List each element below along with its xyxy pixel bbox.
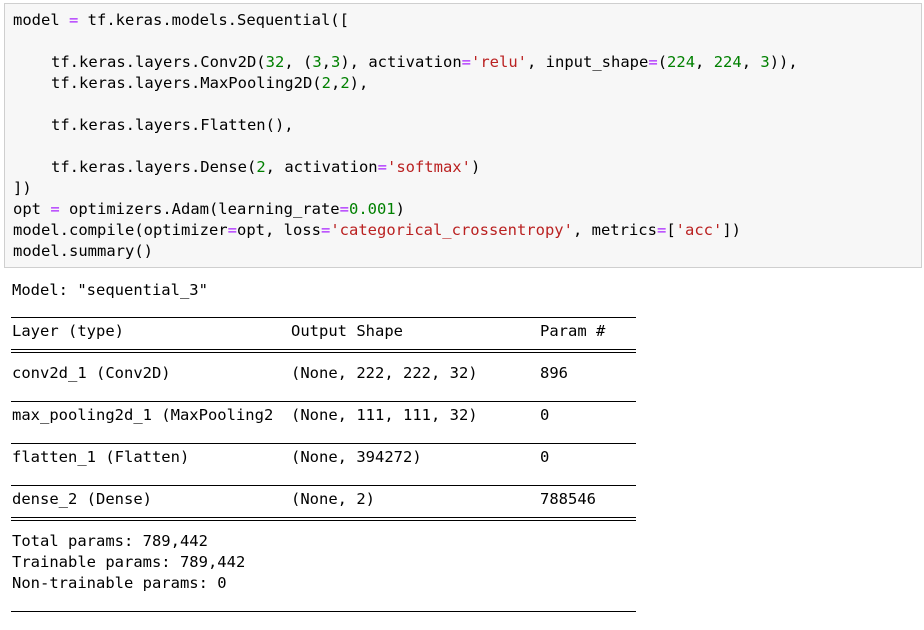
table-row-shape: (None, 2) — [291, 490, 375, 508]
code-line-compile: model.compile(optimizer=opt, loss='categ… — [13, 221, 741, 239]
table-row: max_pooling2d_1 (MaxPooling2 — [12, 406, 274, 424]
code-line-conv2d: tf.keras.layers.Conv2D(32, (3,3), activa… — [51, 53, 798, 71]
header-params: Param # — [540, 322, 606, 340]
code-line-summary: model.summary() — [13, 242, 153, 260]
total-params: Total params: 789,442 — [12, 532, 208, 550]
footer-double-rule — [11, 517, 636, 521]
non-trainable-params: Non-trainable params: 0 — [12, 574, 227, 592]
code-line-close: ]) — [13, 179, 32, 197]
table-row: dense_2 (Dense) — [12, 490, 152, 508]
model-name: Model: "sequential_3" — [12, 281, 208, 299]
row-rule — [11, 485, 636, 486]
table-row: conv2d_1 (Conv2D) — [12, 364, 171, 382]
header-double-rule — [11, 349, 636, 353]
table-row-shape: (None, 111, 111, 32) — [291, 406, 478, 424]
summary-bottom-rule — [11, 611, 636, 612]
table-row-shape: (None, 222, 222, 32) — [291, 364, 478, 382]
table-row-params: 0 — [540, 448, 550, 466]
code-line-dense: tf.keras.layers.Dense(2, activation='sof… — [51, 158, 481, 176]
header-layer: Layer (type) — [12, 322, 124, 340]
code-line-1: model = tf.keras.models.Sequential([ — [13, 11, 349, 29]
code-line-flatten: tf.keras.layers.Flatten(), — [51, 116, 294, 134]
trainable-params: Trainable params: 789,442 — [12, 553, 246, 571]
table-row-params: 788546 — [540, 490, 596, 508]
row-rule — [11, 443, 636, 444]
table-row-shape: (None, 394272) — [291, 448, 422, 466]
code-cell[interactable]: model = tf.keras.models.Sequential([ tf.… — [4, 3, 922, 268]
summary-top-rule — [11, 317, 636, 318]
table-row: flatten_1 (Flatten) — [12, 448, 190, 466]
code-line-optimizer: opt = optimizers.Adam(learning_rate=0.00… — [13, 200, 405, 218]
table-row-params: 896 — [540, 364, 568, 382]
header-shape: Output Shape — [291, 322, 403, 340]
table-row-params: 0 — [540, 406, 550, 424]
code-line-maxpool: tf.keras.layers.MaxPooling2D(2,2), — [51, 74, 369, 92]
row-rule — [11, 401, 636, 402]
